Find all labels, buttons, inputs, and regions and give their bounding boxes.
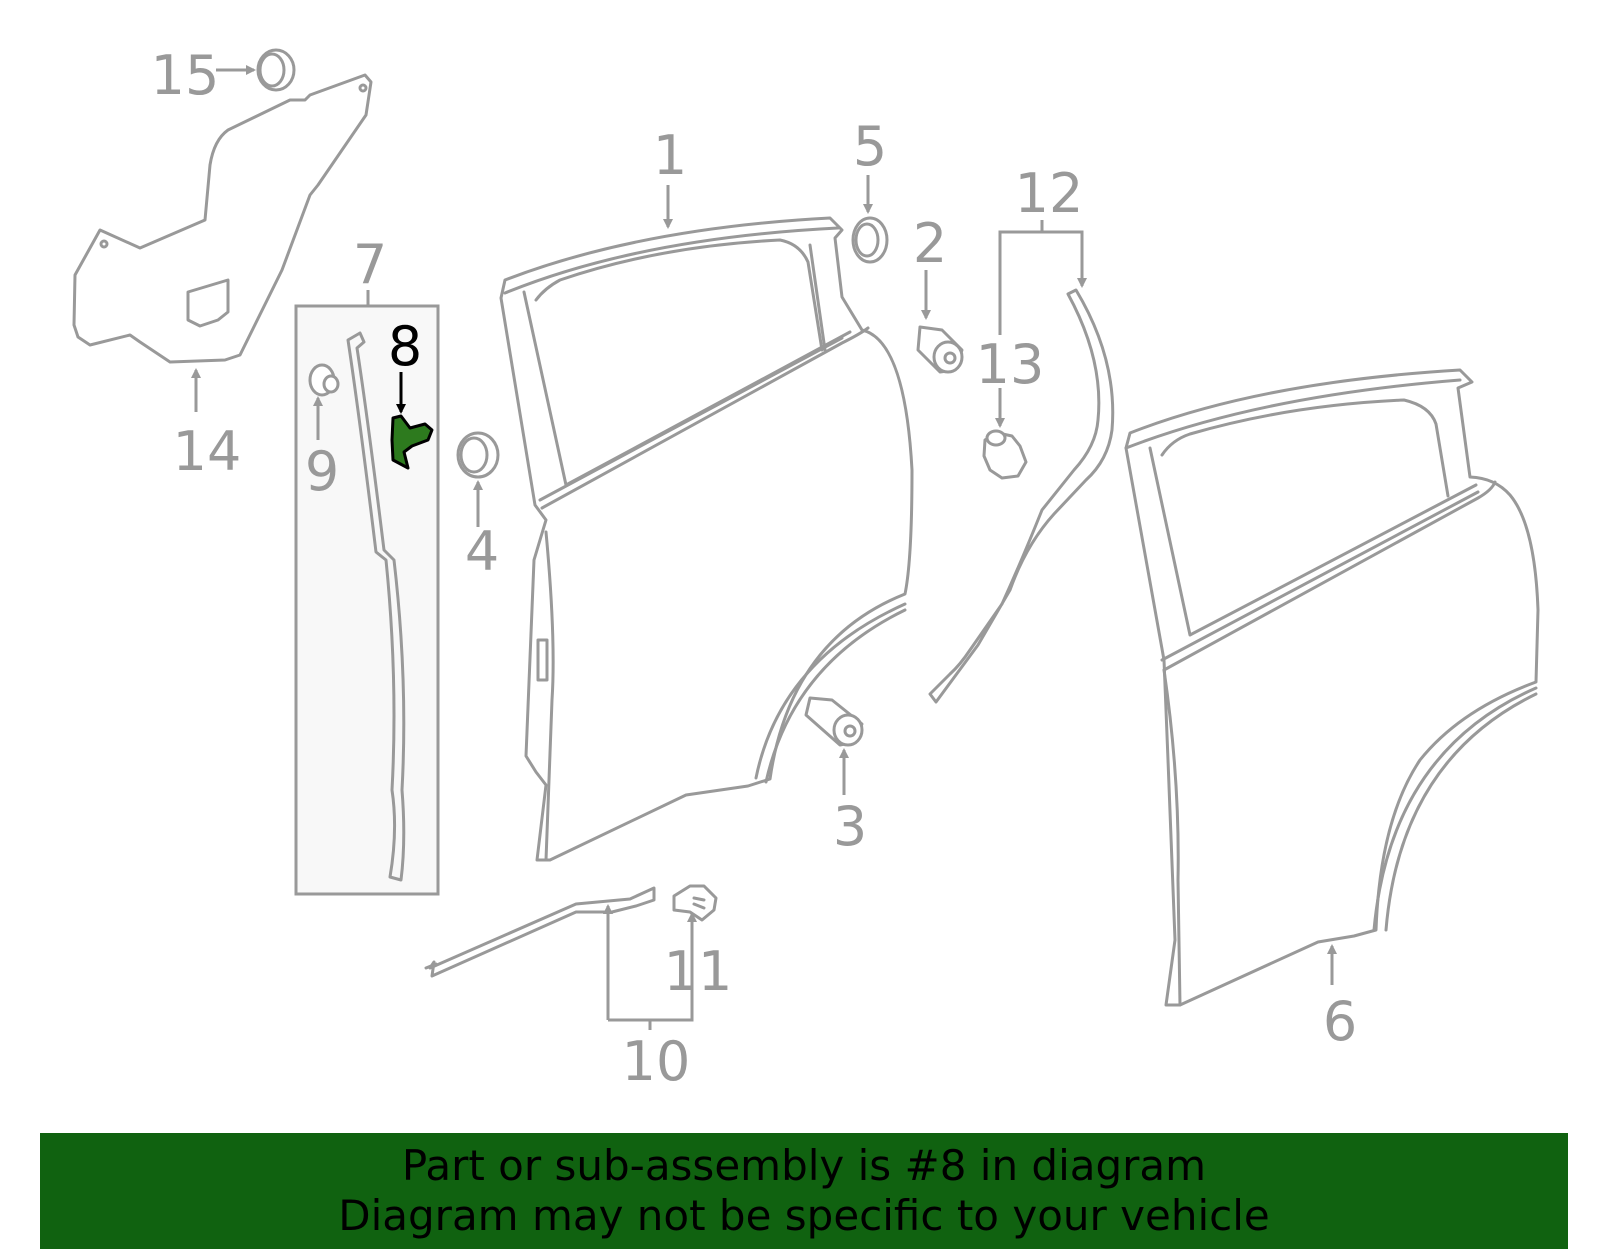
- part-9-clip[interactable]: [308, 363, 340, 397]
- callout-5: 5: [853, 115, 887, 178]
- banner-line-2: Diagram may not be specific to your vehi…: [338, 1191, 1270, 1240]
- part-6-door-panel[interactable]: [1124, 368, 1540, 1007]
- part-7-channel-strip[interactable]: [346, 331, 406, 882]
- part-8-clip-highlighted[interactable]: [390, 414, 434, 470]
- callout-8: 8: [388, 315, 422, 378]
- callout-11: 11: [664, 940, 733, 1003]
- part-2-bumper-stop[interactable]: [916, 325, 964, 374]
- part-11-clip[interactable]: [672, 884, 718, 922]
- callout-12: 12: [1015, 162, 1084, 225]
- callout-1: 1: [653, 124, 687, 187]
- callout-9: 9: [305, 440, 339, 503]
- part-13-clip[interactable]: [982, 429, 1028, 480]
- part-1-door-assembly[interactable]: [499, 216, 914, 862]
- part-12-weatherstrip[interactable]: [928, 288, 1115, 704]
- part-4-plug[interactable]: [456, 431, 500, 479]
- part-14-panel[interactable]: [72, 73, 373, 364]
- callout-15: 15: [151, 44, 220, 107]
- parts-diagram: 1 5 2 3 4 9 8 7 14 15 13 12 6 10 11: [72, 44, 1540, 1093]
- callout-labels: 1 5 2 3 4 9 8 7 14 15 13 12 6 10 11: [151, 44, 1358, 1093]
- banner-line-1: Part or sub-assembly is #8 in diagram: [401, 1141, 1207, 1190]
- callout-7: 7: [353, 233, 387, 296]
- leader-12: [998, 230, 1087, 335]
- callout-10: 10: [622, 1030, 691, 1093]
- callout-14: 14: [173, 420, 242, 483]
- part-10-sill-strip[interactable]: [424, 886, 656, 978]
- part-5-grommet[interactable]: [851, 216, 889, 264]
- callout-2: 2: [913, 212, 947, 275]
- callout-4: 4: [465, 520, 499, 583]
- part-15-grommet[interactable]: [256, 48, 296, 92]
- part-3-bumper-stop[interactable]: [804, 696, 864, 747]
- callout-6: 6: [1323, 990, 1357, 1053]
- leader-lines: [191, 65, 1337, 1030]
- info-banner: Part or sub-assembly is #8 in diagram Di…: [40, 1133, 1568, 1249]
- callout-13: 13: [976, 333, 1045, 396]
- callout-3: 3: [833, 795, 867, 858]
